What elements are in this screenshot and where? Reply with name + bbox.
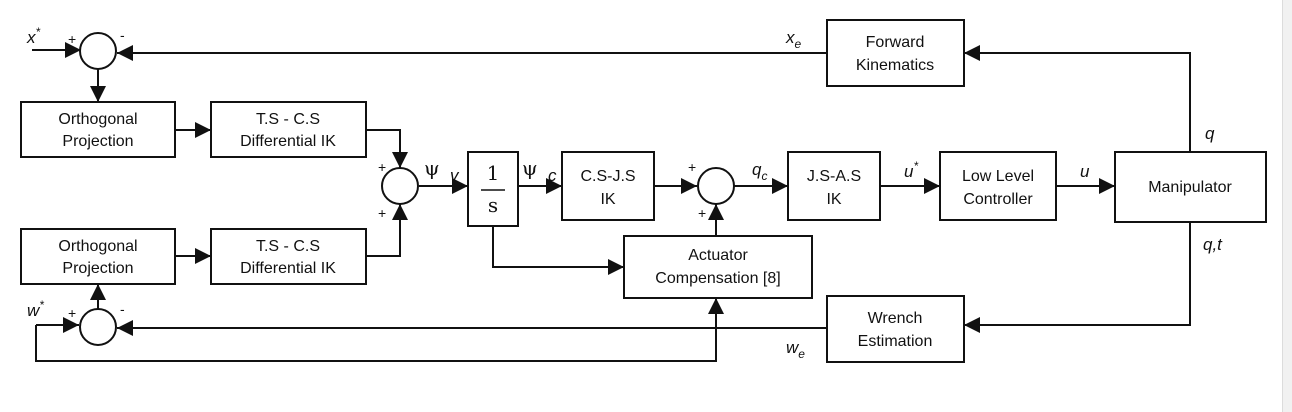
- manipulator-to-fk-line: [964, 45, 1191, 152]
- manipulator-block: Manipulator: [1114, 151, 1267, 223]
- ts-cs-ik-top-block: T.S - C.S Differential IK: [210, 101, 367, 158]
- u-star-label: u*: [904, 159, 918, 181]
- low-level-controller-block: Low Level Controller: [939, 151, 1057, 221]
- ik-top-to-sum-mid-line: [366, 129, 408, 168]
- cs-js-ik-block: C.S-J.S IK: [561, 151, 655, 221]
- sum-bottom-plus: +: [68, 305, 76, 321]
- svg-text:IK: IK: [600, 191, 615, 208]
- ts-cs-ik-bottom-block: T.S - C.S Differential IK: [210, 228, 367, 285]
- u-label: u: [1080, 162, 1090, 181]
- ik-bottom-to-sum-mid-line: [366, 204, 408, 257]
- svg-text:Wrench: Wrench: [868, 310, 923, 327]
- orthogonal-projection-top-block: Orthogonal Projection: [20, 101, 176, 158]
- sum-right-plus-left: +: [688, 159, 696, 175]
- psi-v-label: ψ: [424, 156, 440, 180]
- svg-text:C.S-J.S: C.S-J.S: [580, 168, 635, 185]
- integrator-denominator: s: [488, 193, 498, 217]
- psi-c-subscript: c: [548, 166, 557, 185]
- w-star-input-line: [35, 298, 724, 362]
- integrator-numerator: 1: [487, 161, 500, 185]
- svg-text:T.S - C.S: T.S - C.S: [256, 111, 320, 128]
- sum-top-plus: +: [68, 31, 76, 47]
- sum-right-plus-bottom: +: [698, 205, 706, 221]
- svg-text:IK: IK: [826, 191, 841, 208]
- svg-text:Orthogonal: Orthogonal: [58, 238, 137, 255]
- x-star-label: x*: [26, 25, 41, 47]
- psi-c-label: ψ: [522, 156, 538, 180]
- svg-text:Kinematics: Kinematics: [856, 57, 934, 74]
- svg-text:Differential IK: Differential IK: [240, 133, 336, 150]
- svg-text:Forward: Forward: [866, 34, 925, 51]
- sum-mid-plus-top: +: [378, 159, 386, 175]
- sum-mid-plus-bottom: +: [378, 205, 386, 221]
- q-label: q: [1205, 124, 1215, 143]
- svg-text:Orthogonal: Orthogonal: [58, 111, 137, 128]
- integrator-block: 1 s: [467, 151, 519, 227]
- svg-text:Manipulator: Manipulator: [1148, 179, 1232, 196]
- svg-text:Controller: Controller: [963, 191, 1033, 208]
- sum-junction-top: [79, 32, 117, 70]
- vertical-scrollbar[interactable]: [1282, 0, 1292, 412]
- manipulator-to-wrench-line: [964, 222, 1191, 333]
- svg-text:Actuator: Actuator: [688, 247, 748, 264]
- svg-text:J.S-A.S: J.S-A.S: [807, 168, 861, 185]
- integrator-to-actuator-line: [492, 226, 624, 275]
- q-c-label: qc: [752, 160, 767, 183]
- forward-kinematics-block: Forward Kinematics: [826, 19, 965, 87]
- sum-junction-right: [697, 167, 735, 205]
- w-star-label: w*: [27, 298, 44, 320]
- wrench-estimation-block: Wrench Estimation: [826, 295, 965, 363]
- sum-top-minus: -: [120, 27, 125, 43]
- sum-junction-middle: [381, 167, 419, 205]
- svg-text:Differential IK: Differential IK: [240, 260, 336, 277]
- q-t-label: q,t: [1203, 235, 1223, 254]
- orthogonal-projection-bottom-block: Orthogonal Projection: [20, 228, 176, 285]
- sum-junction-bottom: [79, 308, 117, 346]
- connections: [32, 42, 1191, 362]
- svg-text:Compensation [8]: Compensation [8]: [655, 270, 780, 287]
- svg-text:T.S - C.S: T.S - C.S: [256, 238, 320, 255]
- svg-text:Projection: Projection: [62, 133, 133, 150]
- svg-text:Estimation: Estimation: [858, 333, 933, 350]
- svg-text:Low Level: Low Level: [962, 168, 1034, 185]
- js-as-ik-block: J.S-A.S IK: [787, 151, 881, 221]
- actuator-compensation-block: Actuator Compensation [8]: [623, 235, 813, 299]
- psi-v-subscript: v: [450, 166, 460, 185]
- x-e-label: xe: [785, 28, 802, 51]
- svg-text:Projection: Projection: [62, 260, 133, 277]
- w-e-label: we: [786, 338, 805, 361]
- sum-bottom-minus: -: [120, 301, 125, 317]
